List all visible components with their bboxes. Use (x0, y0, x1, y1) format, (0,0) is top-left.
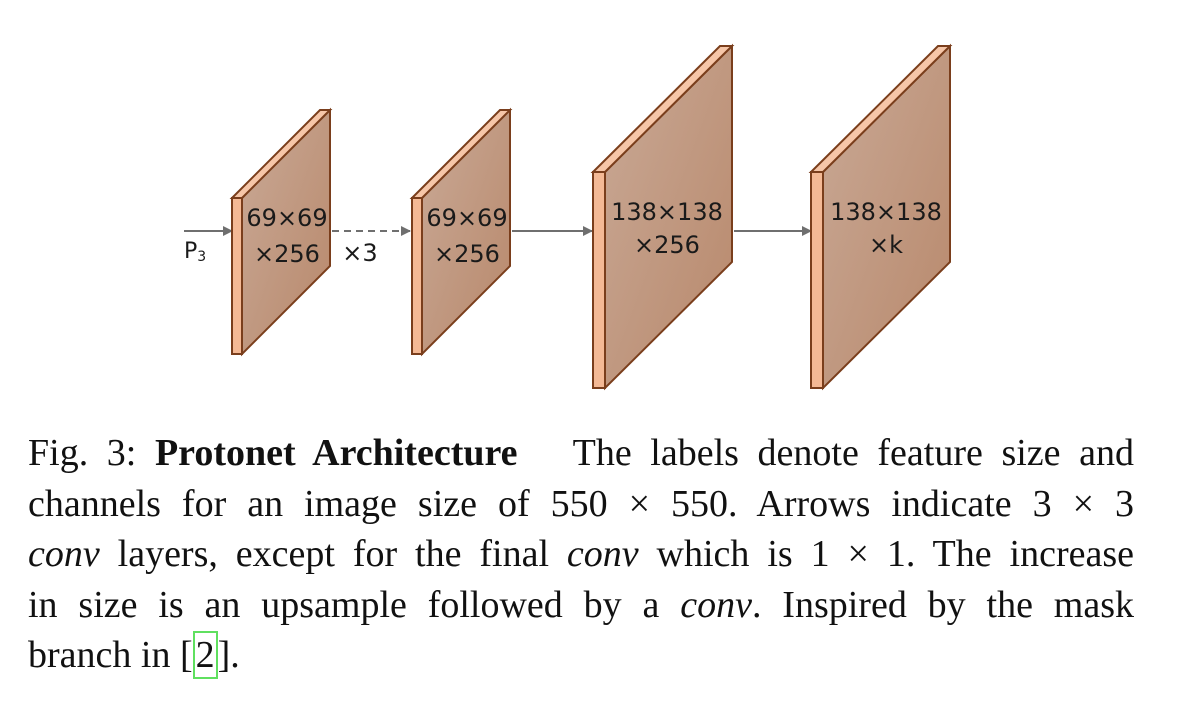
figure-number: Fig. 3: (28, 432, 137, 474)
feature-map-3-size: 138×138 (611, 198, 723, 226)
figure-caption: Fig. 3: Protonet Architecture The labels… (28, 428, 1134, 681)
caption-text-3b: which is 1 × 1. The increase (638, 533, 1134, 575)
feature-map-2: 69×69 ×256 (409, 107, 513, 357)
feature-map-4-channels: ×k (869, 231, 903, 259)
caption-line-1: Fig. 3: Protonet Architecture The labels… (28, 428, 1134, 479)
citation-link[interactable]: 2 (192, 631, 218, 679)
caption-text-5a: branch in [ (28, 634, 193, 676)
conv-term: conv (566, 533, 639, 575)
caption-text-4a: in size is an upsample followed by a (28, 583, 681, 626)
conv-term: conv (680, 583, 752, 626)
feature-map-4-size: 138×138 (830, 198, 942, 226)
repeat-label: ×3 (342, 239, 377, 267)
conv-term: conv (28, 533, 100, 575)
caption-text-4b: . Inspired by the mask (751, 583, 1134, 626)
architecture-diagram: P3 69×69 ×256 ×3 69×69 ×256 138×138 (184, 43, 953, 391)
feature-map-2-size: 69×69 (426, 204, 507, 232)
feature-map-1: 69×69 ×256 (229, 107, 333, 357)
feature-map-4: 138×138 ×k (808, 43, 953, 391)
caption-line-5: branch in [2]. (28, 630, 1134, 681)
feature-map-2-channels: ×256 (434, 240, 500, 268)
caption-text-1: The labels denote feature size and (572, 432, 1134, 474)
feature-map-3-channels: ×256 (634, 231, 700, 259)
protonet-figure: P3 69×69 ×256 ×3 69×69 ×256 138×138 (184, 43, 953, 391)
feature-map-3: 138×138 ×256 (590, 43, 735, 391)
caption-line-2: channels for an image size of 550 × 550.… (28, 482, 1134, 525)
input-label: P3 (184, 239, 206, 265)
figure-title: Protonet Architecture (154, 432, 518, 474)
caption-line-4: in size is an upsample followed by a con… (28, 580, 1134, 631)
feature-map-1-channels: ×256 (254, 240, 320, 268)
caption-text-3a: layers, except for the final (99, 533, 567, 575)
caption-text-5b: ]. (217, 634, 240, 676)
caption-line-3: conv layers, except for the final conv w… (28, 529, 1134, 580)
feature-map-1-size: 69×69 (246, 204, 327, 232)
